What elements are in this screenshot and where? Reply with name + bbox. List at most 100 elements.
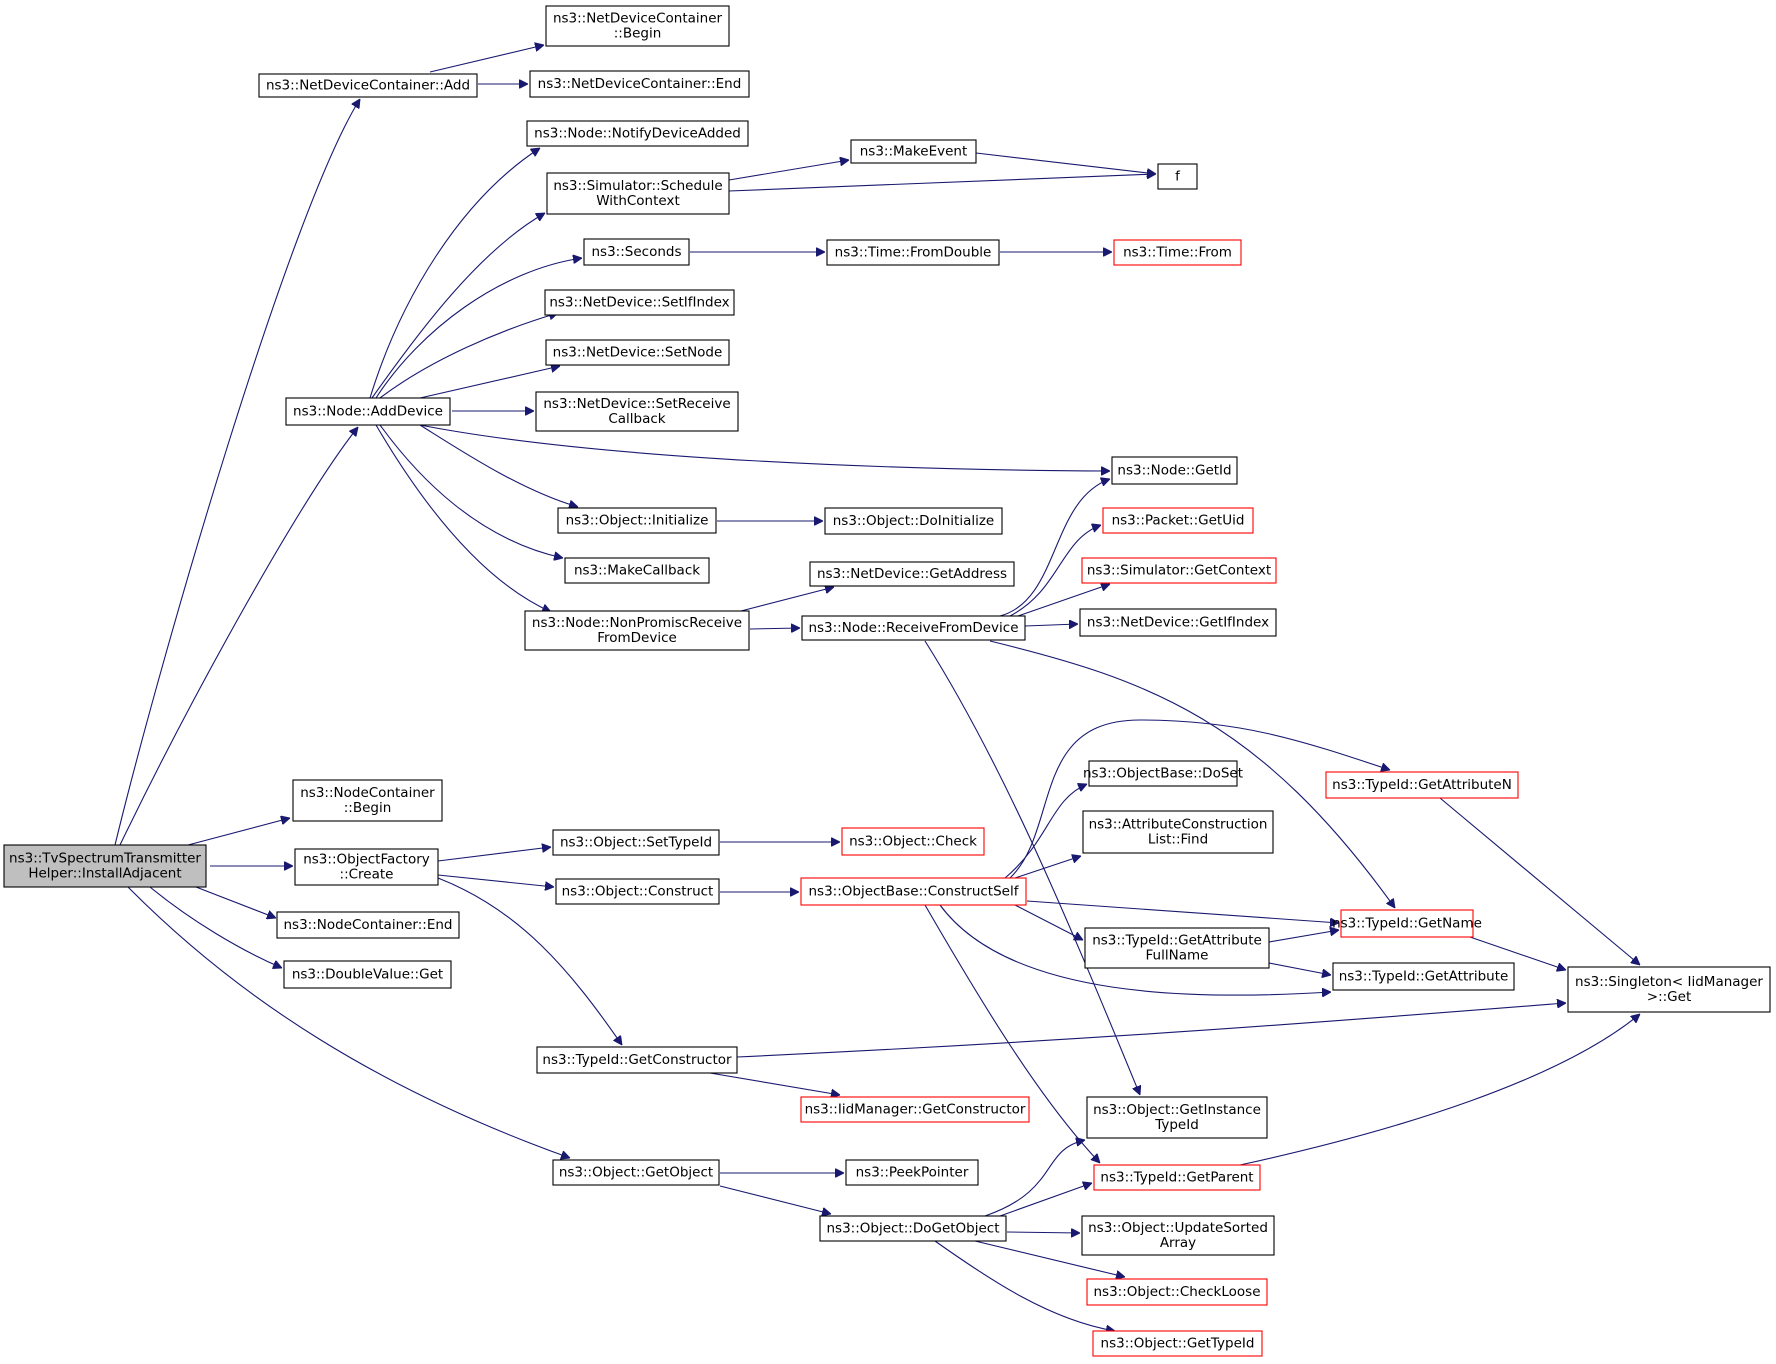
node-label: ns3::Simulator::GetContext [1087, 563, 1271, 579]
node-getattribute[interactable]: ns3::TypeId::GetAttribute [1332, 962, 1515, 991]
node-makeevent[interactable]: ns3::MakeEvent [850, 139, 977, 164]
edge-of_create-to-construct [437, 874, 554, 887]
node-objcheck[interactable]: ns3::Object::Check [841, 827, 985, 856]
node-notify[interactable]: ns3::Node::NotifyDeviceAdded [526, 120, 749, 147]
node-box [824, 507, 1003, 535]
node-nc-begin[interactable]: ns3::NodeContainer::Begin [292, 779, 443, 822]
edge-line [1026, 900, 1339, 923]
node-iidgetconstructor[interactable]: ns3::IidManager::GetConstructor [800, 1096, 1030, 1123]
edge-node_adddevice-to-setnode [419, 366, 560, 399]
node-fromdouble[interactable]: ns3::Time::FromDouble [826, 239, 1000, 266]
node-dogetobject[interactable]: ns3::Object::DoGetObject [819, 1215, 1007, 1242]
node-construct[interactable]: ns3::Object::Construct [555, 878, 720, 905]
node-gettypeid[interactable]: ns3::Object::GetTypeId [1092, 1330, 1263, 1357]
node-ndc-begin[interactable]: ns3::NetDeviceContainer::Begin [545, 5, 730, 47]
edge-makeevent-to-f [975, 152, 1156, 174]
node-node-adddevice[interactable]: ns3::Node::AddDevice [285, 397, 451, 426]
node-getifindex[interactable]: ns3::NetDevice::GetIfIndex [1079, 608, 1277, 637]
node-singleton[interactable]: ns3::Singleton< IidManager>::Get [1567, 966, 1771, 1013]
node-label: ns3::DoubleValue::Get [292, 967, 443, 983]
node-constructself[interactable]: ns3::ObjectBase::ConstructSelf [800, 877, 1027, 906]
node-ndc-add[interactable]: ns3::NetDeviceContainer::Add [258, 73, 478, 98]
node-box [545, 5, 730, 47]
edge-constructself-to-attrfullname [1014, 904, 1083, 941]
edge-line [419, 424, 578, 507]
node-getcontext[interactable]: ns3::Simulator::GetContext [1081, 557, 1277, 584]
node-label: ns3::NetDevice::GetAddress [817, 566, 1007, 582]
node-box [1088, 760, 1238, 787]
edge-line [1006, 1232, 1080, 1233]
edge-line [934, 1240, 1115, 1331]
edge-root-to-ndc_add [114, 99, 360, 846]
node-box [283, 960, 452, 989]
edge-line [187, 818, 290, 846]
node-checkloose[interactable]: ns3::Object::CheckLoose [1086, 1278, 1268, 1306]
node-label: Callback [608, 411, 665, 427]
node-label: ns3::Object::Initialize [566, 513, 709, 529]
edge-node_adddevice-to-notify [369, 148, 540, 399]
node-getconstructor[interactable]: ns3::TypeId::GetConstructor [536, 1046, 738, 1074]
node-box [1081, 557, 1277, 584]
edge-line [1469, 936, 1566, 970]
node-peekpointer[interactable]: ns3::PeekPointer [845, 1159, 979, 1186]
edge-line [728, 160, 849, 181]
node-recvfromdev[interactable]: ns3::Node::ReceiveFromDevice [801, 615, 1026, 641]
edge-line [437, 874, 554, 887]
node-label: ns3::Object::GetObject [559, 1165, 713, 1181]
node-box [1082, 810, 1274, 854]
edge-line [375, 424, 551, 612]
node-box [536, 1046, 738, 1074]
node-label: ns3::Node::NonPromiscReceive [532, 615, 742, 631]
node-getparent[interactable]: ns3::TypeId::GetParent [1093, 1164, 1261, 1191]
node-box [1157, 163, 1198, 190]
node-getobject[interactable]: ns3::Object::GetObject [552, 1159, 720, 1186]
node-seconds[interactable]: ns3::Seconds [583, 238, 690, 266]
edge-line [1004, 784, 1087, 879]
edge-line [728, 174, 1156, 192]
edge-root-to-nc_begin [187, 818, 290, 846]
edge-line [1014, 856, 1081, 879]
node-settypeid[interactable]: ns3::Object::SetTypeId [552, 829, 720, 856]
node-setnode[interactable]: ns3::NetDevice::SetNode [545, 339, 730, 366]
node-box [529, 70, 750, 98]
node-box [841, 827, 985, 856]
node-box [845, 1159, 979, 1186]
node-label: ns3::NetDevice::SetReceive [543, 396, 730, 412]
edge-constructself-to-attrfind [1014, 856, 1081, 879]
node-timefrom[interactable]: ns3::Time::From [1113, 239, 1242, 266]
node-makecallback[interactable]: ns3::MakeCallback [564, 557, 710, 584]
edge-line [127, 886, 570, 1158]
edge-node_adddevice-to-getid [419, 424, 1110, 471]
node-nc-end[interactable]: ns3::NodeContainer::End [276, 911, 460, 939]
edge-line [437, 847, 551, 862]
node-of-create[interactable]: ns3::ObjectFactory::Create [294, 848, 439, 886]
node-doinitialize[interactable]: ns3::Object::DoInitialize [824, 507, 1003, 535]
node-setifindex[interactable]: ns3::NetDevice::SetIfIndex [544, 289, 735, 316]
edge-nonpromisc-to-getaddress [740, 587, 834, 612]
node-label: ns3::Node::AddDevice [293, 404, 443, 420]
edge-getconstructor-to-iidgetconstructor [709, 1072, 840, 1095]
node-getattrn[interactable]: ns3::TypeId::GetAttributeN [1325, 771, 1519, 799]
node-label: ns3::NodeContainer [300, 785, 435, 801]
node-packetuid[interactable]: ns3::Packet::GetUid [1102, 507, 1254, 534]
node-initialize[interactable]: ns3::Object::Initialize [557, 507, 717, 534]
edge-line [999, 479, 1110, 617]
node-f[interactable]: f [1157, 163, 1198, 190]
node-box [1325, 771, 1519, 799]
node-getaddress[interactable]: ns3::NetDevice::GetAddress [809, 561, 1015, 587]
node-getname[interactable]: ns3::TypeId::GetName [1332, 909, 1482, 938]
node-ndc-end[interactable]: ns3::NetDeviceContainer::End [529, 70, 750, 98]
node-doset[interactable]: ns3::ObjectBase::DoSet [1083, 760, 1243, 787]
node-doubleget[interactable]: ns3::DoubleValue::Get [283, 960, 452, 989]
node-getid[interactable]: ns3::Node::GetId [1111, 456, 1238, 485]
edge-line [1014, 904, 1083, 941]
edge-line [974, 1240, 1125, 1277]
node-root[interactable]: ns3::TvSpectrumTransmitterHelper::Instal… [3, 844, 207, 888]
